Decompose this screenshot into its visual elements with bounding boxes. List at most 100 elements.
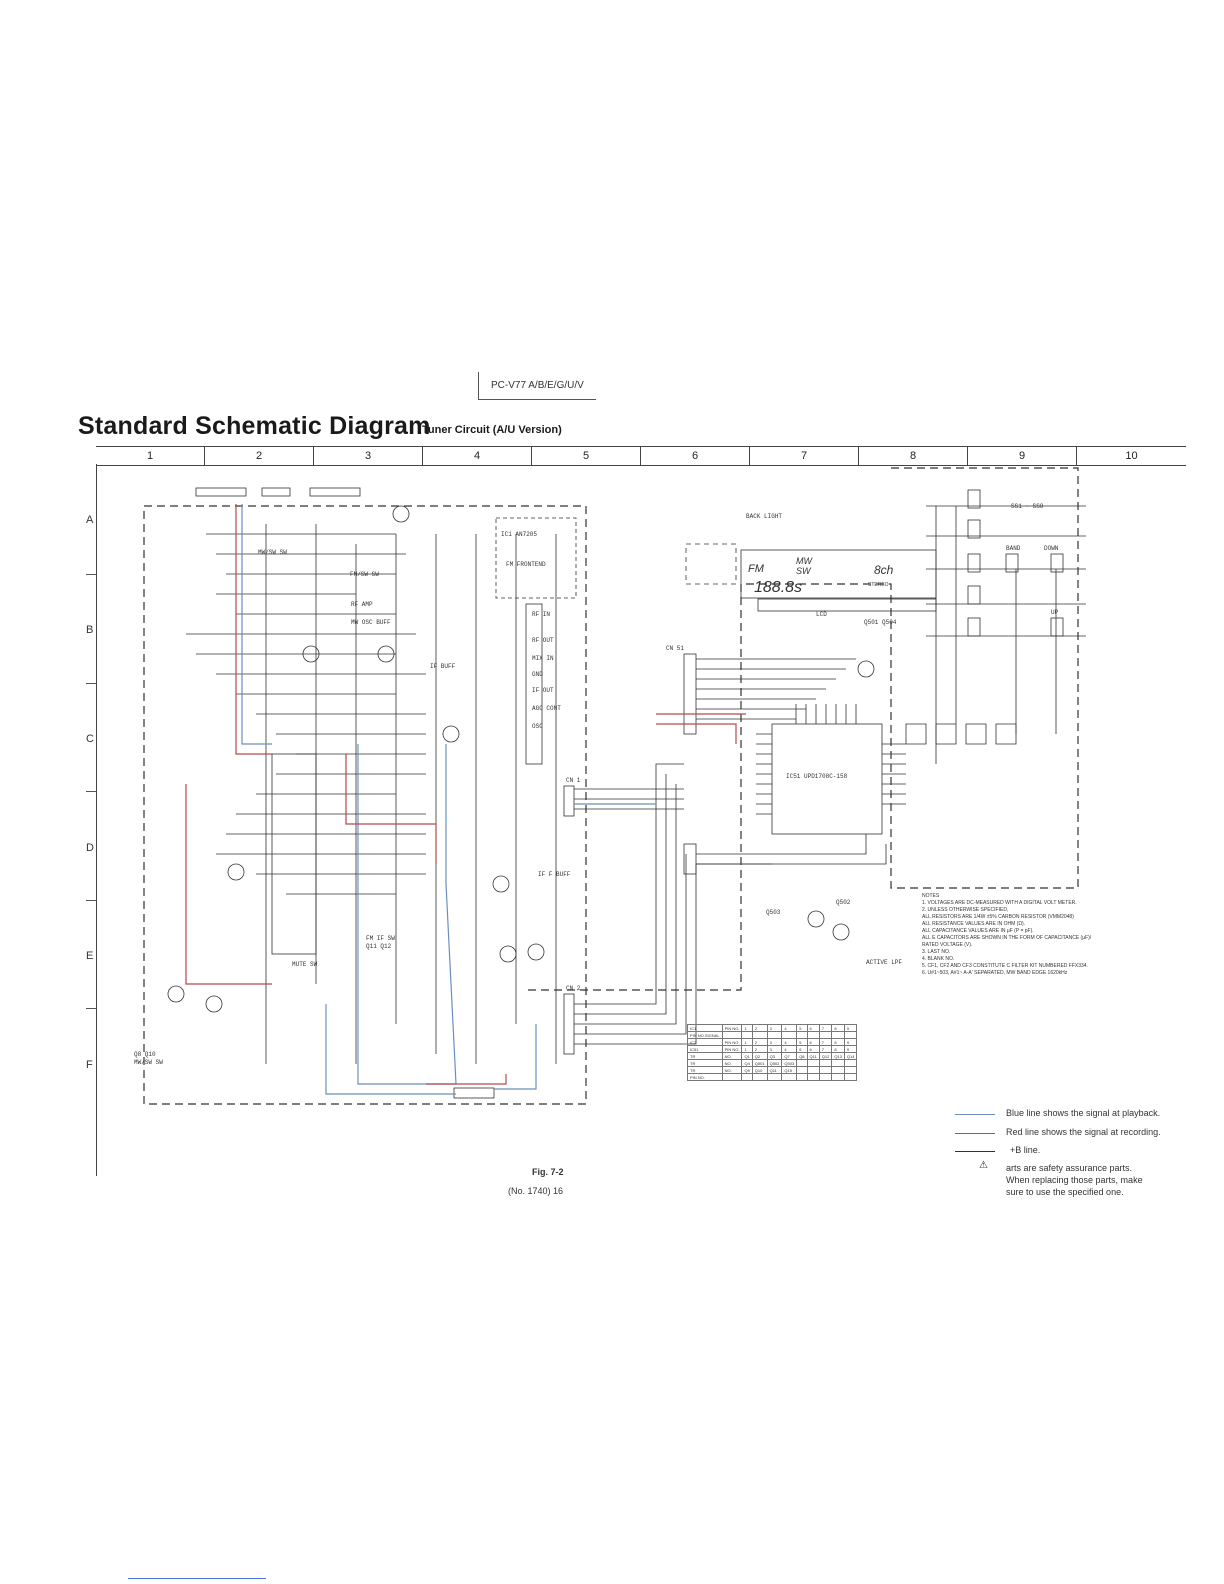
table-cell: [751, 1073, 768, 1081]
lcd-digits: 188.8s: [754, 579, 802, 596]
table-cell: [806, 1059, 820, 1067]
label-gnd: GND: [532, 671, 543, 678]
table-row: IC51 PIN NO. 1 2 3 4 5 6 7 8 9: [687, 1045, 858, 1053]
table-cell: IC1: [687, 1024, 723, 1032]
grid-row-divider: [86, 683, 96, 684]
table-cell: Q4: [741, 1059, 753, 1067]
page-number: (No. 1740) 16: [508, 1186, 564, 1196]
table-cell: 9: [843, 1038, 858, 1046]
label-q14: IF F BUFF: [538, 871, 571, 878]
table-cell: [818, 1059, 833, 1067]
legend-red-text: Red line shows the signal at recording.: [1006, 1127, 1161, 1137]
lcd-fm: FM: [748, 563, 765, 575]
table-cell: Q2: [751, 1052, 768, 1060]
table-row: PIN NO.: [687, 1073, 858, 1081]
label-q502: Q502: [836, 899, 851, 906]
grid-row-a: A: [86, 514, 94, 526]
notes-block: NOTES 1. VOLTAGES ARE DC-MEASURED WITH A…: [922, 893, 1102, 977]
table-cell: Q15: [781, 1066, 798, 1074]
table-cell: Q503: [781, 1059, 798, 1067]
grid-col-2: 2: [205, 447, 314, 465]
table-cell: [751, 1031, 768, 1039]
table-cell: 3: [766, 1024, 783, 1032]
label-rf-in: RF IN: [532, 611, 550, 618]
table-cell: PIN NO.SIGNAL: [687, 1031, 723, 1039]
table-cell: Q501: [751, 1059, 768, 1067]
grid-row-f: F: [86, 1059, 93, 1071]
notes-line: 2. UNLESS OTHERWISE SPECIFIED,: [922, 907, 1009, 913]
table-cell: [831, 1059, 845, 1067]
table-cell: [721, 1073, 743, 1081]
table-cell: Q11: [766, 1066, 783, 1074]
label-mw-sw-sw: MW/SW SW: [258, 549, 287, 556]
label-mute-sw: MUTE SW: [292, 961, 318, 968]
table-cell: [818, 1031, 833, 1039]
table-cell: 2: [751, 1024, 768, 1032]
table-cell: 7: [818, 1024, 833, 1032]
label-q501: Q501 Q504: [864, 619, 897, 626]
label-mix-in: MIX IN: [532, 655, 554, 662]
table-cell: Q7: [781, 1052, 798, 1060]
table-cell: PIN NO.: [721, 1038, 743, 1046]
table-cell: 6: [806, 1038, 820, 1046]
table-cell: 1: [741, 1045, 753, 1053]
legend-red-line: [955, 1133, 995, 1134]
table-cell: [806, 1031, 820, 1039]
table-cell: [831, 1031, 845, 1039]
notes-line: RATED VOLTAGE (V).: [922, 942, 973, 948]
table-cell: Q9: [741, 1066, 753, 1074]
warning-icon: ⚠: [979, 1160, 988, 1171]
table-cell: NO.: [721, 1066, 743, 1074]
grid-row-b: B: [86, 624, 94, 636]
label-q503: Q503: [766, 909, 781, 916]
table-cell: [843, 1059, 858, 1067]
table-cell: 2: [751, 1038, 768, 1046]
table-cell: 8: [831, 1038, 845, 1046]
grid-col-3: 3: [314, 447, 423, 465]
label-rf-amp: RF AMP: [351, 601, 373, 608]
table-cell: 8: [831, 1045, 845, 1053]
grid-col-9: 9: [968, 447, 1077, 465]
label-rf-out: RF OUT: [532, 637, 554, 644]
table-cell: [741, 1073, 753, 1081]
table-cell: 2: [751, 1045, 768, 1053]
label-lcd: LCD: [816, 611, 827, 618]
table-cell: IC51: [687, 1045, 723, 1053]
grid-row-d: D: [86, 842, 94, 854]
legend-safety-1: arts are safety assurance parts.: [1006, 1163, 1133, 1173]
label-osc: OSC: [532, 723, 543, 730]
table-cell: [806, 1066, 820, 1074]
table-cell: 5: [796, 1024, 808, 1032]
table-cell: [766, 1073, 783, 1081]
frame-left-border: [96, 464, 97, 1176]
label-band: BAND: [1006, 545, 1021, 552]
table-row: PIN NO.SIGNAL: [687, 1031, 858, 1039]
grid-row-e: E: [86, 950, 94, 962]
table-cell: [831, 1073, 845, 1081]
notes-line: 3. LAST NO.: [922, 949, 951, 955]
schematic-drawing: IC1 AN7205 FM FRONTEND RF IN RF OUT MIX …: [134, 467, 1086, 1105]
table-cell: [831, 1066, 845, 1074]
notes-heading: NOTES: [922, 893, 940, 899]
table-cell: [781, 1031, 798, 1039]
table-cell: IC2: [687, 1038, 723, 1046]
notes-line: 6. U#1~503, A#1~ A-A' SEPARATED, MW BAND…: [922, 970, 1068, 976]
table-cell: Q14: [843, 1052, 858, 1060]
notes-line: 1. VOLTAGES ARE DC-MEASURED WITH A DIGIT…: [922, 900, 1077, 906]
notes-line: ALL CAPACITANCE VALUES ARE IN µF (P = pF…: [922, 928, 1034, 934]
label-agc-cont: AGC CONT: [532, 705, 561, 712]
legend-safety-3: sure to use the specified one.: [1006, 1187, 1124, 1197]
label-q11-func: FM IF SW: [366, 935, 395, 942]
table-cell: [843, 1031, 858, 1039]
table-cell: 6: [806, 1045, 820, 1053]
table-cell: 5: [796, 1038, 808, 1046]
label-down: DOWN: [1044, 545, 1059, 552]
table-cell: TR: [687, 1059, 723, 1067]
table-cell: 5: [796, 1045, 808, 1053]
notes-line: ALL RESISTANCE VALUES ARE IN OHM (Ω).: [922, 921, 1026, 927]
table-cell: [796, 1031, 808, 1039]
label-mw-osc-buff: MW OSC BUFF: [351, 619, 391, 626]
table-row: IC2 PIN NO. 1 2 3 4 5 6 7 8 9: [687, 1038, 858, 1046]
table-cell: [796, 1073, 808, 1081]
label-q11: Q11 Q12: [366, 943, 392, 950]
